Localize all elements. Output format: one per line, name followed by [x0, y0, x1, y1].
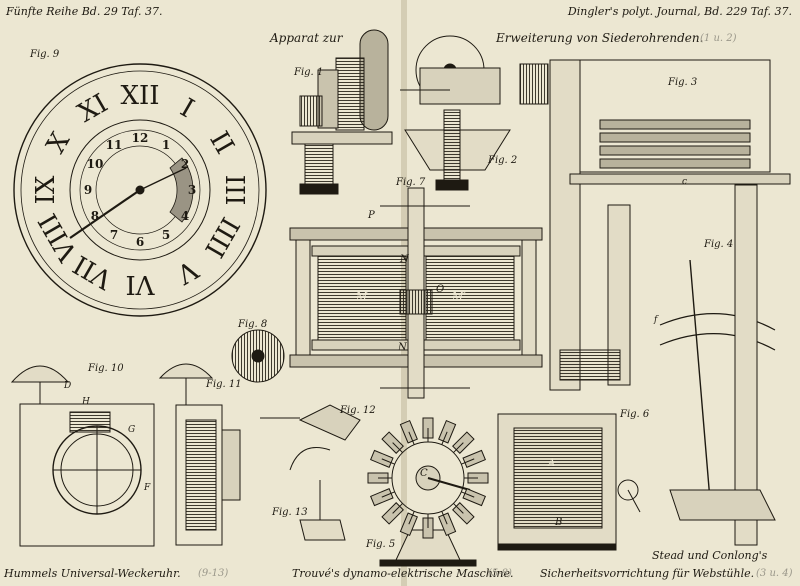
title-pencil-note: (1 u. 2)	[700, 33, 737, 44]
fig5-label: Fig. 5	[366, 539, 396, 550]
alarm-numeral: 8	[91, 209, 99, 223]
roman-numeral: I	[175, 93, 199, 124]
roman-numeral: IIII	[198, 212, 245, 263]
fig1-label: Fig. 1	[294, 67, 324, 78]
alarm-numeral: 12	[132, 131, 149, 145]
fig8-label: Fig. 8	[238, 319, 268, 330]
caption-right: Sicherheitsvorrichtung für Webstühle.	[540, 567, 755, 580]
alarm-numeral: 11	[106, 138, 123, 152]
roman-numeral: XI	[73, 88, 113, 128]
label-small-c: c	[682, 177, 687, 187]
label-o: O	[436, 284, 444, 295]
fig2-drawing	[400, 35, 511, 191]
shaft-label-n2: N'	[397, 342, 410, 353]
caption-left: Hummels Universal-Weckeruhr.	[4, 567, 181, 580]
coil-label-m2: M'	[451, 290, 466, 303]
caption-middle-pencil: (5-8)	[488, 568, 512, 579]
fig4-label: Fig. 4	[704, 239, 734, 250]
fig6-coil-drawing	[497, 413, 641, 551]
label-h: H	[81, 397, 90, 407]
alarm-numeral: 3	[188, 183, 196, 197]
fig9-label: Fig. 9	[30, 49, 60, 60]
fig5-star-machine-drawing	[367, 417, 489, 567]
fig12-label: Fig. 12	[340, 405, 376, 416]
fig7-label: Fig. 7	[396, 177, 426, 188]
spoke-line	[453, 503, 464, 514]
header-right: Dingler's polyt. Journal, Bd. 229 Taf. 3…	[567, 5, 792, 18]
spoke-line	[392, 442, 403, 453]
spoke-line	[461, 491, 475, 498]
alarm-numeral: 7	[110, 228, 118, 242]
alarm-numeral: 4	[181, 209, 189, 223]
spoke-line	[441, 431, 448, 445]
label-b: B	[554, 517, 562, 528]
coil-label-m: M	[355, 290, 368, 303]
caption-left-pencil: (9-13)	[198, 568, 229, 579]
fig2-label: Fig. 2	[488, 155, 518, 166]
alarm-numeral: 5	[162, 228, 170, 242]
roman-numeral: IX	[31, 175, 61, 204]
label-c: C	[420, 468, 428, 479]
fig3-loom-drawing	[519, 59, 791, 546]
roman-numeral: II	[203, 127, 239, 160]
label-small-f: f	[653, 315, 659, 325]
spoke-line	[408, 511, 415, 525]
label-d: D	[63, 381, 71, 391]
fig11-clockwork-drawing	[158, 363, 241, 546]
roman-numeral: XII	[120, 81, 159, 111]
title-part2: Erweiterung von Siederohrenden.	[496, 31, 704, 45]
fig1-drawing	[291, 29, 393, 195]
alarm-numeral: 9	[84, 183, 92, 197]
clock-dial-drawing	[13, 63, 267, 317]
alarm-numeral: 2	[181, 157, 189, 171]
alarm-numeral: 6	[136, 235, 144, 249]
spoke-line	[381, 458, 395, 465]
spoke-line	[453, 442, 464, 453]
fig8-disc-drawing	[231, 329, 285, 383]
spoke-line	[441, 511, 448, 525]
caption-right-top: Stead und Conlong's	[652, 549, 768, 562]
fig11-label: Fig. 11	[206, 379, 242, 390]
header-left: Fünfte Reihe Bd. 29 Taf. 37.	[6, 5, 163, 18]
fig10-label: Fig. 10	[88, 363, 124, 374]
roman-numeral: VI	[125, 269, 155, 299]
roman-numeral: X	[41, 127, 76, 158]
spoke-line	[461, 458, 475, 465]
label-g: G	[128, 425, 135, 435]
spoke-line	[392, 503, 403, 514]
alarm-numeral: 1	[162, 138, 170, 152]
label-f: F	[143, 483, 151, 493]
fig6-label: Fig. 6	[620, 409, 650, 420]
fig10-bell-drawing	[10, 365, 155, 547]
spoke-line	[381, 491, 395, 498]
roman-numeral: V	[170, 253, 203, 289]
caption-middle: Trouvé's dynamo-elektrische Maschine.	[292, 567, 514, 580]
spoke-line	[408, 431, 415, 445]
fig7-dynamo-drawing	[289, 187, 543, 399]
alarm-numeral: 10	[87, 157, 104, 171]
fig13-label: Fig. 13	[272, 507, 308, 518]
label-a: A	[547, 458, 555, 469]
shaft-label-n: N	[399, 254, 410, 265]
roman-numeral: III	[219, 175, 249, 206]
fig3-label: Fig. 3	[668, 77, 698, 88]
roman-numeral: VIII	[33, 208, 84, 267]
caption-right-pencil: (3 u. 4)	[756, 568, 793, 579]
label-p: P	[367, 210, 375, 221]
fig12-13-drawing	[260, 404, 361, 541]
title-part1: Apparat zur	[270, 31, 343, 45]
